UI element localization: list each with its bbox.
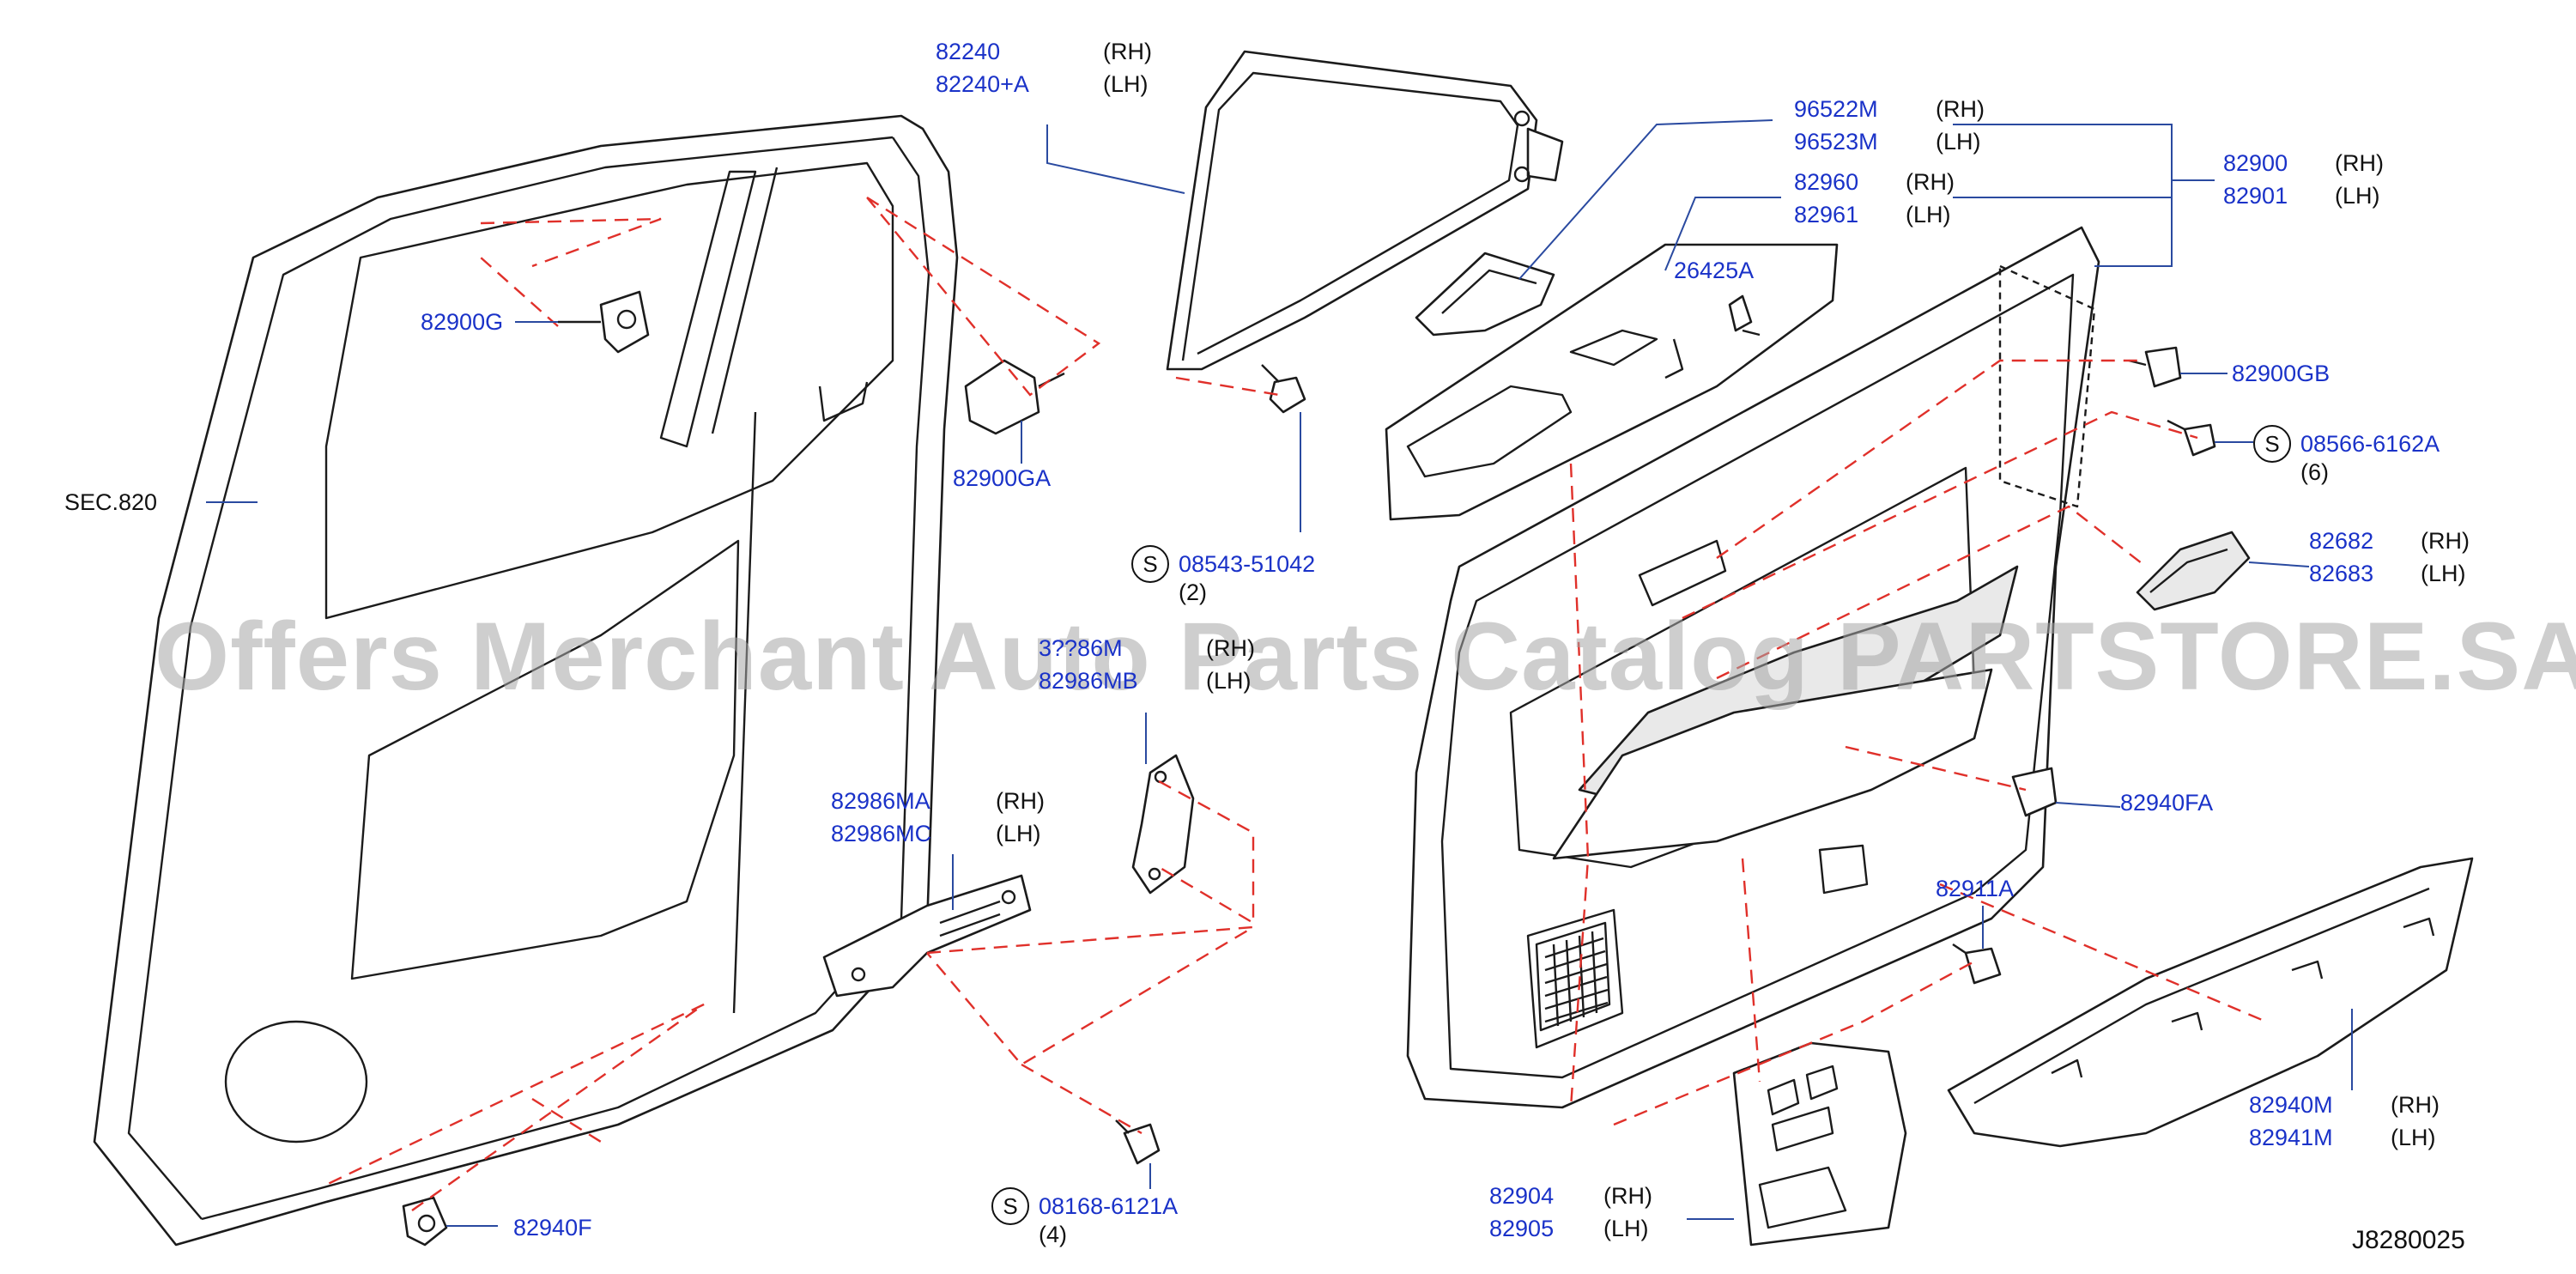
label-08168[interactable]: 08168-6121A: [1039, 1193, 1179, 1219]
label-26425a[interactable]: 26425A: [1674, 258, 1755, 283]
label-82240a[interactable]: 82240+A: [936, 71, 1029, 97]
label-3xx6m-a[interactable]: 3??86M: [1039, 635, 1123, 661]
label-82904[interactable]: 82904: [1489, 1183, 1555, 1209]
label-82961[interactable]: 82961: [1794, 202, 1859, 228]
screw-08543: [1261, 364, 1306, 414]
diagram-code: J8280025: [2352, 1226, 2465, 1254]
label-82240a-lh: (LH): [1103, 71, 1149, 97]
armrest-lower-part: [1947, 857, 2474, 1148]
pull-handle-cup: [2136, 531, 2251, 611]
bracket-3xx6m: [1131, 754, 1195, 895]
label-82240[interactable]: 82240: [936, 39, 1001, 64]
label-82940f[interactable]: 82940F: [513, 1215, 592, 1241]
screw-82911a: [1952, 943, 2002, 985]
s-mark-08566: S: [2253, 425, 2291, 463]
label-96522m[interactable]: 96522M: [1794, 96, 1878, 122]
label-82986mc-lh: (LH): [996, 821, 1041, 846]
label-82900[interactable]: 82900: [2223, 150, 2288, 176]
door-trim-panel: [1406, 226, 2100, 1109]
label-08566[interactable]: 08566-6162A: [2300, 431, 2440, 457]
label-82941m[interactable]: 82941M: [2249, 1125, 2333, 1150]
screw-08168: [1115, 1119, 1161, 1165]
label-82961-lh: (LH): [1906, 202, 1951, 228]
label-82901[interactable]: 82901: [2223, 183, 2288, 209]
label-82900gb[interactable]: 82900GB: [2232, 361, 2331, 386]
clip-82940f: [402, 1196, 448, 1247]
label-3xx6m-b[interactable]: 82986MB: [1039, 668, 1138, 694]
screw-08566: [2167, 419, 2216, 457]
label-82941m-lh: (LH): [2391, 1125, 2436, 1150]
speaker-grille: [1535, 921, 1611, 1032]
label-82960[interactable]: 82960: [1794, 169, 1859, 195]
label-82986mc[interactable]: 82986MC: [831, 821, 932, 846]
label-82960-rh: (RH): [1906, 169, 1955, 195]
label-96523m-lh: (LH): [1936, 129, 1981, 155]
clip-82900gb: [2128, 346, 2182, 388]
window-sash-part: [1166, 50, 1564, 371]
label-82940fa[interactable]: 82940FA: [2120, 790, 2214, 816]
bracket-82986ma: [822, 874, 1032, 998]
label-3xx6m-lh: (LH): [1206, 668, 1252, 694]
label-82940m[interactable]: 82940M: [2249, 1092, 2333, 1118]
label-82940m-rh: (RH): [2391, 1092, 2440, 1118]
label-08543-qty: (2): [1179, 579, 1207, 605]
label-82901-lh: (LH): [2335, 183, 2380, 209]
connector-26425a: [1728, 294, 1761, 337]
label-82904-rh: (RH): [1603, 1183, 1652, 1209]
watermark: Offers Merchant Auto Parts Catalog PARTS…: [155, 603, 2576, 710]
label-82683-lh: (LH): [2421, 561, 2466, 586]
label-82240-rh: (RH): [1103, 39, 1152, 64]
label-96522m-rh: (RH): [1936, 96, 1985, 122]
label-82911a[interactable]: 82911A: [1936, 876, 2015, 901]
label-sec820[interactable]: SEC.820: [64, 489, 158, 515]
label-08543[interactable]: 08543-51042: [1179, 551, 1316, 577]
switch-bezel-part: [1415, 252, 1555, 337]
clip-82900ga: [964, 359, 1065, 435]
label-82900g[interactable]: 82900G: [421, 309, 504, 335]
label-82986ma-rh: (RH): [996, 788, 1045, 814]
label-82682-rh: (RH): [2421, 528, 2470, 554]
label-82900ga[interactable]: 82900GA: [953, 465, 1052, 491]
label-82900-rh: (RH): [2335, 150, 2384, 176]
clip-82900g: [558, 290, 650, 354]
label-08566-qty: (6): [2300, 459, 2329, 485]
leader-lines: [206, 119, 2353, 1227]
label-82683[interactable]: 82683: [2309, 561, 2374, 586]
armrest-finisher-part: [1385, 243, 1839, 521]
label-82682[interactable]: 82682: [2309, 528, 2374, 554]
label-82986ma[interactable]: 82986MA: [831, 788, 930, 814]
label-96523m[interactable]: 96523M: [1794, 129, 1878, 155]
cover-part: [1732, 1041, 1907, 1247]
label-08168-qty: (4): [1039, 1222, 1067, 1247]
label-82905[interactable]: 82905: [1489, 1216, 1555, 1241]
door-frame: [93, 114, 959, 1247]
label-82905-lh: (LH): [1603, 1216, 1649, 1241]
assembly-guides: [325, 196, 2267, 1211]
label-3xx6m-rh: (RH): [1206, 635, 1255, 661]
s-mark-08543: S: [1131, 545, 1169, 583]
s-mark-08168: S: [991, 1187, 1029, 1225]
